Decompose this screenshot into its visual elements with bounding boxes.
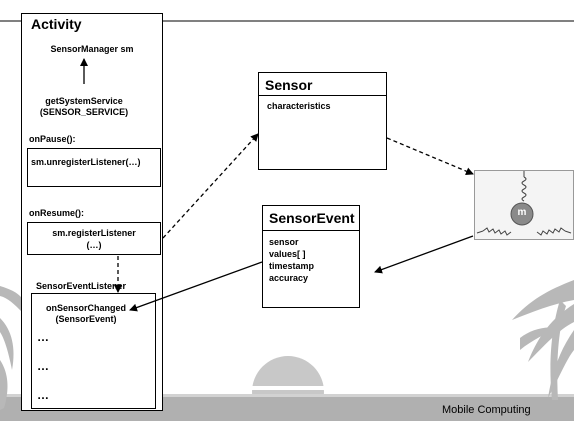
register-to-sensor-arrow bbox=[162, 133, 259, 239]
sensor-field-characteristics: characteristics bbox=[267, 101, 331, 111]
sensor-divider bbox=[259, 95, 386, 96]
ellipsis-2: … bbox=[37, 359, 49, 373]
palm-left-decoration bbox=[0, 286, 24, 410]
sensor-event-listener-label: SensorEventListener bbox=[36, 281, 127, 291]
on-sensor-changed-method: onSensorChanged bbox=[45, 303, 126, 313]
sensor-event-field-values: values[ ] bbox=[269, 249, 306, 259]
sensor-event-field-sensor: sensor bbox=[269, 237, 299, 247]
sensor-event-title: SensorEvent bbox=[269, 210, 355, 226]
on-sensor-changed-param: (SensorEvent) bbox=[55, 314, 117, 324]
sensor-event-to-listener-arrow bbox=[129, 261, 263, 312]
on-resume-label: onResume(): bbox=[29, 208, 85, 218]
sensor-event-field-timestamp: timestamp bbox=[269, 261, 315, 271]
activity-title: Activity bbox=[31, 16, 82, 32]
ellipsis-3: … bbox=[37, 388, 49, 402]
sensor-to-device-arrow bbox=[386, 137, 474, 175]
sensor-manager-label: SensorManager sm bbox=[50, 44, 134, 54]
on-pause-label: onPause(): bbox=[29, 134, 76, 144]
sensor-event-field-accuracy: accuracy bbox=[269, 273, 309, 283]
register-listener-args: (…) bbox=[86, 240, 102, 250]
sensor-event-listener-box bbox=[31, 293, 156, 409]
palm-right-decoration bbox=[512, 280, 574, 400]
mass-label: m bbox=[517, 207, 527, 218]
sensor-box: Sensor characteristics bbox=[258, 72, 387, 170]
footer-text: Mobile Computing bbox=[442, 404, 531, 416]
unregister-listener-call: sm.unregisterListener(…) bbox=[31, 157, 141, 167]
sensor-event-divider bbox=[263, 230, 359, 231]
ellipsis-1: … bbox=[37, 330, 49, 344]
get-system-service-label: getSystemService bbox=[45, 96, 123, 106]
unregister-listener-box bbox=[27, 148, 161, 187]
sensor-title: Sensor bbox=[265, 77, 313, 93]
register-listener-box bbox=[27, 222, 161, 255]
sensor-event-box: SensorEvent sensor values[ ] timestamp a… bbox=[262, 205, 360, 308]
sensor-service-label: (SENSOR_SERVICE) bbox=[39, 107, 129, 117]
device-to-sensor-event-arrow bbox=[374, 235, 474, 274]
register-listener-call: sm.registerListener bbox=[52, 228, 136, 238]
